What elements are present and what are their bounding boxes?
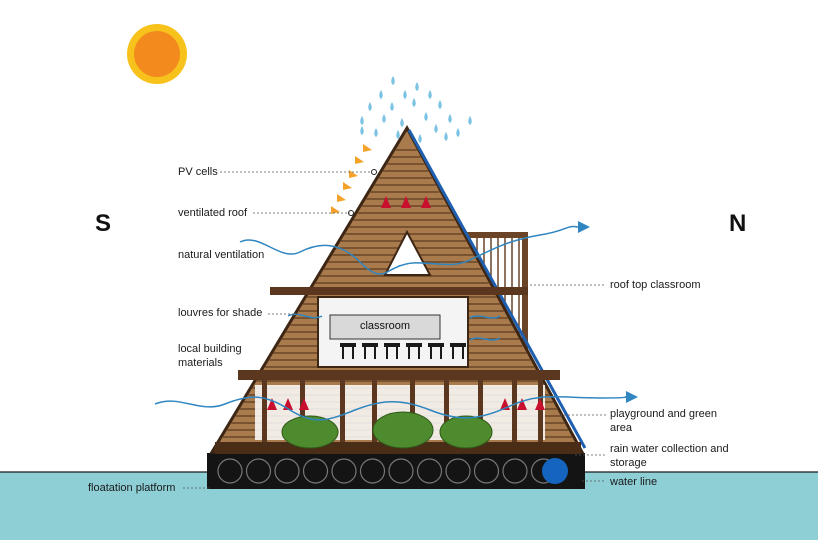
label-ventilated-roof: ventilated roof: [178, 207, 248, 219]
heat-arrow: [381, 196, 391, 208]
raindrop: [391, 76, 395, 85]
solar-arrows: [331, 144, 372, 214]
raindrop: [428, 90, 432, 99]
raindrop: [448, 114, 452, 123]
heat-arrow: [517, 398, 527, 410]
raindrop: [390, 102, 394, 111]
raindrop: [379, 90, 383, 99]
wind-flow-lines: [154, 221, 638, 421]
south-marker: S: [95, 210, 112, 237]
raindrop: [412, 98, 416, 107]
label-classroom: classroom: [359, 320, 411, 332]
solar-arrow: [343, 182, 352, 190]
rain-drops: [360, 76, 472, 143]
building-structure: [209, 124, 587, 484]
raindrop: [456, 128, 460, 137]
raindrop: [424, 112, 428, 121]
solar-arrow: [331, 206, 340, 214]
float-barrel: [302, 458, 329, 484]
raindrop: [382, 114, 386, 123]
raindrop: [360, 126, 364, 135]
raindrop: [360, 116, 364, 125]
label-playground-line2: area: [610, 422, 633, 434]
label-local-materials-line2: materials: [178, 357, 223, 369]
float-barrel: [388, 458, 414, 484]
raindrop: [396, 130, 400, 139]
north-marker: N: [729, 210, 747, 237]
heat-arrow: [299, 398, 309, 410]
label-local-materials-line1: local building: [178, 343, 242, 355]
label-floatation-platform: floatation platform: [88, 482, 176, 494]
raindrop: [368, 102, 372, 111]
heat-arrow: [267, 398, 277, 410]
solar-arrow: [355, 156, 364, 164]
heat-arrow: [421, 196, 431, 208]
float-barrel: [217, 458, 243, 484]
solar-arrow: [337, 194, 346, 202]
leader-lines: [183, 171, 606, 489]
heat-arrow: [535, 398, 545, 410]
solar-arrow: [349, 170, 358, 178]
raindrop: [374, 128, 378, 137]
heat-arrow: [401, 196, 411, 208]
label-roof-top-classroom: roof top classroom: [610, 279, 701, 291]
label-water-line: water line: [610, 476, 658, 488]
label-natural-ventilation: natural ventilation: [178, 249, 265, 261]
float-barrel: [502, 458, 528, 484]
label-playground-line1: playground and green: [610, 408, 718, 420]
float-barrel: [245, 458, 272, 484]
float-barrel: [445, 458, 471, 484]
raindrop: [444, 132, 448, 141]
float-barrel: [331, 458, 357, 484]
raindrop: [415, 82, 419, 91]
raindrop: [403, 90, 407, 99]
float-barrel: [274, 458, 300, 484]
raindrop: [434, 124, 438, 133]
sun-icon: [127, 24, 187, 84]
label-rainwater-line1: rain water collection and: [610, 443, 729, 455]
heat-arrows: [267, 196, 545, 410]
floatation-platform: [207, 453, 585, 489]
raindrop: [468, 116, 472, 125]
label-rainwater-line2: storage: [610, 457, 647, 469]
raindrop: [418, 134, 422, 143]
solar-arrow: [363, 144, 372, 152]
float-barrel: [473, 458, 500, 484]
float-barrel: [359, 458, 386, 484]
raindrop: [438, 100, 442, 109]
label-louvres: louvres for shade: [178, 307, 263, 319]
label-pv-cells: PV cells: [178, 166, 218, 178]
float-barrel: [416, 458, 443, 484]
raindrop: [400, 118, 404, 127]
